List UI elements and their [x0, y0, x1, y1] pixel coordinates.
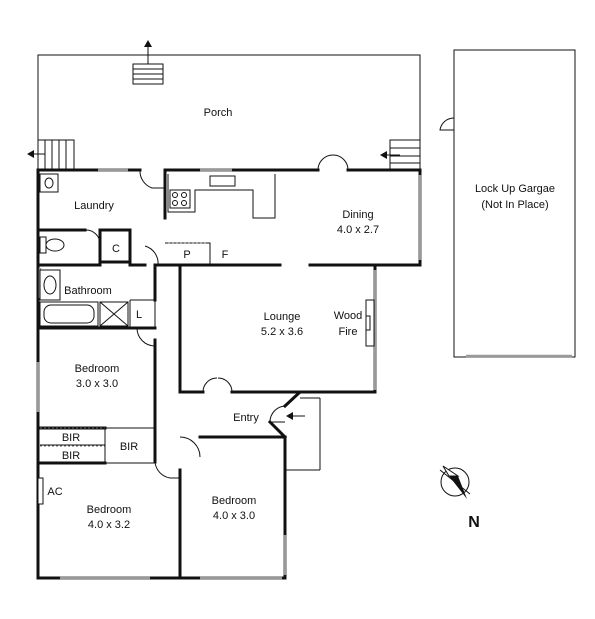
lounge-label: Lounge [264, 311, 301, 323]
toilet-icon [39, 236, 47, 254]
cupboard-label: C [112, 243, 120, 255]
cooktop-icon [169, 189, 191, 209]
ac-unit-icon [37, 477, 44, 505]
laundry-label: Laundry [74, 200, 114, 212]
windows [36, 168, 422, 580]
dining-door-icon [317, 154, 349, 171]
vanity-icon [39, 269, 61, 301]
north-compass-icon: N [439, 465, 480, 531]
bedroom2-label: Bedroom [87, 504, 132, 516]
bedroom2-size: 4.0 x 3.2 [88, 519, 130, 531]
wood-label: Wood [334, 310, 363, 322]
wet-area-fixtures [39, 173, 129, 327]
interior-walls [36, 168, 377, 580]
bedroom1-label: Bedroom [75, 363, 120, 375]
lounge-size: 5.2 x 3.6 [261, 326, 303, 338]
pantry-label: P [183, 249, 190, 261]
bedroom3-size: 4.0 x 3.0 [213, 510, 255, 522]
garage-label-line1: Lock Up Gargae [475, 183, 555, 195]
bir1-label: BIR [62, 432, 80, 444]
kitchen-bench [167, 174, 276, 219]
porch-label: Porch [204, 107, 233, 119]
bath-icon [39, 301, 99, 327]
fire-label: Fire [339, 326, 358, 338]
bedroom3-label: Bedroom [212, 495, 257, 507]
garage-label-line2: (Not In Place) [481, 199, 548, 211]
room-labels: Laundry C Bathroom L P F Dining 4.0 x 2.… [47, 200, 379, 531]
bir3-label: BIR [120, 441, 138, 453]
dining-size: 4.0 x 2.7 [337, 224, 379, 236]
laundry-tub-icon [39, 173, 59, 193]
wood-fire-icon [365, 299, 375, 347]
garage-area: Lock Up Gargae (Not In Place) [439, 49, 576, 358]
entry-label: Entry [233, 412, 259, 424]
bedroom1-size: 3.0 x 3.0 [76, 378, 118, 390]
porch-area: Porch [27, 40, 421, 171]
bathroom-label: Bathroom [64, 285, 112, 297]
north-label: N [468, 514, 480, 531]
dining-label: Dining [342, 209, 373, 221]
fridge-label: F [222, 249, 229, 261]
linen-label: L [136, 309, 142, 321]
ac-label: AC [47, 486, 62, 498]
bir2-label: BIR [62, 450, 80, 462]
